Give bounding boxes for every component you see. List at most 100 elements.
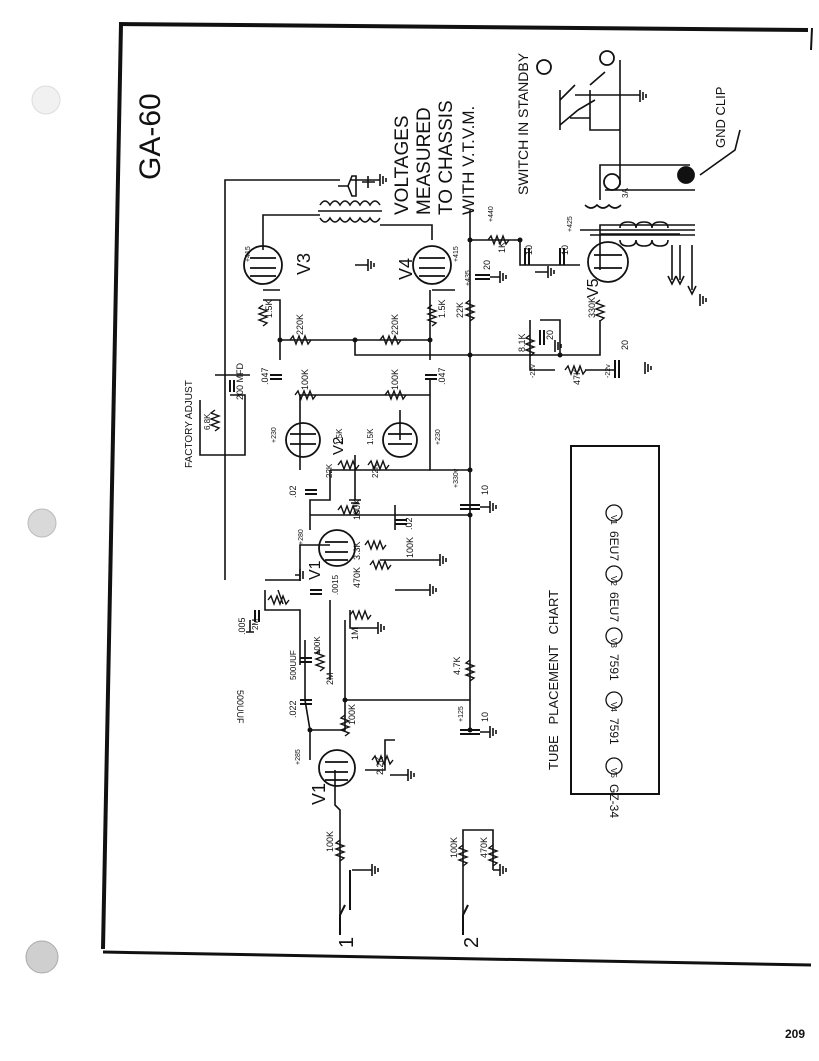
volt-v4: +415 xyxy=(453,246,460,262)
volt-node125: +125 xyxy=(458,706,465,722)
val-r470k-in2: 470K xyxy=(479,837,489,858)
label-input-1: 1 xyxy=(336,937,358,948)
val-r220k-b: 220K xyxy=(390,314,400,335)
resistors xyxy=(209,234,606,867)
val-r330k: 330K xyxy=(587,297,597,318)
resistor-1m xyxy=(349,609,372,621)
label-v3: V3 xyxy=(294,253,314,275)
val-c20-b: 20 xyxy=(545,330,555,340)
power-transformer xyxy=(600,221,680,247)
switch-note-text: SWITCH IN STANDBY xyxy=(515,52,531,195)
val-r2m-b: 2M xyxy=(251,619,260,630)
val-c022: .022 xyxy=(288,700,298,718)
volt-plate2: +280 xyxy=(298,529,305,545)
transformers xyxy=(318,71,697,296)
resistor-pi-100k xyxy=(337,504,360,516)
val-r22k-b: 22K xyxy=(371,463,380,478)
resistor-tone xyxy=(314,649,326,672)
resistor-470k xyxy=(369,559,392,571)
resistor-3-3k xyxy=(364,539,387,551)
punch-hole-top xyxy=(31,85,61,115)
tube-chart-row-type: 6EU7 xyxy=(607,531,621,561)
volt-b2: +435 xyxy=(465,270,472,286)
val-c02-a: .02 xyxy=(288,485,298,498)
tube-v2a xyxy=(285,422,321,458)
standby-switch xyxy=(559,71,606,126)
val-c0015: .0015 xyxy=(331,574,340,595)
volt-neg2: -22v xyxy=(605,364,612,378)
label-v5: V5 xyxy=(585,278,602,298)
capacitors xyxy=(229,248,620,735)
resistor-8-1k xyxy=(524,334,536,357)
val-r1k: 1K xyxy=(497,242,507,253)
val-r8-1k: 8.1K xyxy=(517,333,527,352)
tube-v5 xyxy=(587,241,629,283)
tube-chart-row-circle xyxy=(605,565,623,583)
val-r1-5k-a: 1.5K xyxy=(335,428,344,445)
resistor-22k-b xyxy=(367,459,390,471)
tube-chart-row: V4 7591 xyxy=(607,702,621,745)
resistor-4-7k xyxy=(464,659,476,682)
component-values: 100K 100K 470K 2.2K 100K .022 4.7K 10 50… xyxy=(203,188,630,858)
val-r100k-v1b: 100K xyxy=(405,537,415,558)
val-r4-7k: 4.7K xyxy=(452,656,462,675)
val-r1-5k-b: 1.5K xyxy=(366,428,375,445)
val-r100k-in1: 100K xyxy=(325,831,335,852)
input-jack-2 xyxy=(462,904,469,935)
resistor-in2b xyxy=(487,844,499,867)
val-c500uuf-1: 500UUF xyxy=(235,690,245,724)
junction-dots xyxy=(277,237,563,733)
tube-chart-row-circle xyxy=(605,504,623,522)
punch-hole-mid xyxy=(27,508,57,538)
val-r6-8k: 6.8K xyxy=(203,413,212,430)
resistor-22k-c xyxy=(464,299,476,322)
volt-b1: +440 xyxy=(488,206,495,222)
tube-v4 xyxy=(412,245,452,285)
tube-chart-row-circle xyxy=(605,757,623,775)
val-f3a: 3A xyxy=(621,188,630,198)
tube-chart-row-tube: V2 xyxy=(609,576,618,586)
label-v1a: V1 xyxy=(309,783,329,805)
resistor-screen-a xyxy=(257,304,269,327)
voltages-note-line-1: VOLTAGES xyxy=(392,115,413,215)
val-c10-a: 10 xyxy=(480,712,490,722)
heater-arrows xyxy=(667,245,697,296)
val-c005: .005 xyxy=(237,617,247,635)
tube-chart-row-tube: V3 xyxy=(609,638,618,648)
val-c20-c: 20 xyxy=(620,340,630,350)
tube-v2b xyxy=(382,422,418,458)
val-r100k-g1: 100K xyxy=(300,369,310,390)
label-input-2: 2 xyxy=(461,937,483,948)
fuse-circle xyxy=(603,173,621,191)
val-r100k-plate: 100K xyxy=(347,704,357,725)
pilot-lamp-right xyxy=(599,50,615,66)
input-jack-1 xyxy=(339,870,351,935)
tube-chart-title: TUBE PLACEMENT CHART xyxy=(546,590,561,770)
tube-labels: V1 V1 V2 V3 V4 V5 1 2 xyxy=(294,253,602,948)
resistor-1k xyxy=(487,234,510,246)
val-r470k-v1b: 470K xyxy=(352,567,362,588)
val-c047-a: .047 xyxy=(260,367,270,385)
val-r1m: 1M xyxy=(350,627,360,640)
tube-chart-row-type: GZ-34 xyxy=(607,784,621,818)
val-r100k-tone: 100K xyxy=(313,636,322,655)
drawing-frame xyxy=(101,22,813,967)
volt-neg1: -22v xyxy=(530,364,537,378)
diagram-title: GA-60 xyxy=(134,93,167,180)
volt-pi2: +230 xyxy=(435,429,442,445)
tube-v1b xyxy=(318,529,356,567)
tube-chart-row-type: 6EU7 xyxy=(607,592,621,622)
val-c20-a: 20 xyxy=(482,260,492,270)
val-r22k-a: 22K xyxy=(325,463,334,478)
val-r100k-g2: 100K xyxy=(390,369,400,390)
resistor-in1 xyxy=(334,839,346,862)
val-r100k-in2: 100K xyxy=(449,837,459,858)
tube-chart-row-tube: V4 xyxy=(609,702,618,712)
val-c10-b: 10 xyxy=(480,485,490,495)
factory-adjust-text: FACTORY ADJUST xyxy=(184,380,195,468)
speaker-symbol xyxy=(338,175,375,197)
val-r2m: 2M xyxy=(325,672,335,685)
wiring xyxy=(199,60,741,935)
tube-chart-row-circle xyxy=(605,691,623,709)
